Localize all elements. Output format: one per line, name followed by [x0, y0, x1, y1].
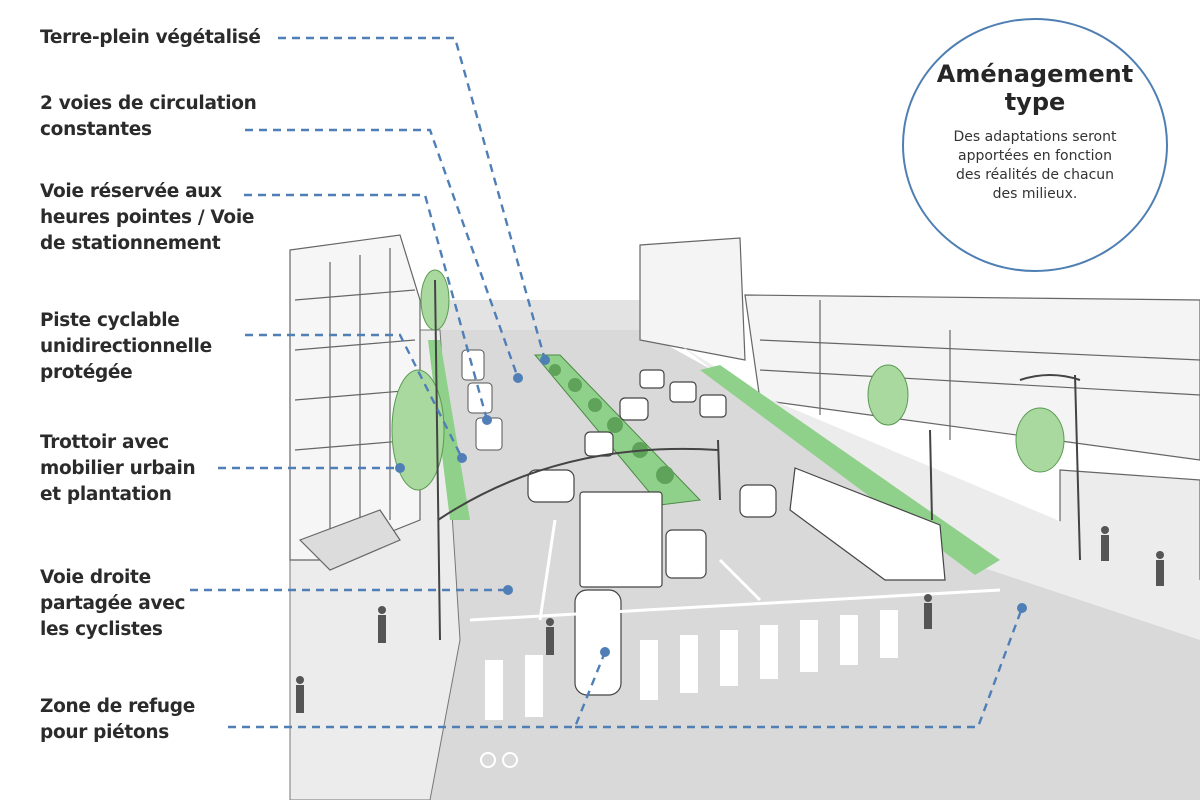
label-zone-refuge-line: pour piétons [40, 722, 169, 743]
label-voies-circulation-line: 2 voies de circulation [40, 93, 257, 114]
leader-piste-cyclable [245, 333, 464, 459]
pedestrians [296, 526, 1164, 713]
badge-text-line: des milieux. [992, 186, 1078, 202]
label-terre-plein-line: Terre-plein végétalisé [40, 27, 261, 48]
label-trottoir-line: mobilier urbain [40, 458, 196, 479]
leader-zone-refuge [228, 651, 607, 729]
leader-voie-reservee [244, 193, 489, 421]
left-bike-lane [428, 340, 470, 520]
badge-text-line: Des adaptations seront [953, 129, 1117, 145]
median-plants [549, 364, 674, 484]
crosswalk [485, 610, 898, 720]
label-piste-cyclable-line: unidirectionnelle [40, 336, 212, 357]
badge-text-line: apportées en fonction [958, 148, 1112, 164]
label-piste-cyclable: Piste cyclable unidirectionnelle protégé… [40, 308, 212, 386]
label-trottoir-line: Trottoir avec [40, 432, 169, 453]
bike-symbol [480, 752, 518, 768]
badge-title: Aménagement type [904, 60, 1166, 116]
label-voie-droite: Voie droite partagée avec les cyclistes [40, 565, 185, 643]
left-buildings [289, 234, 421, 571]
far-road [430, 300, 660, 330]
badge-title-line: Aménagement [936, 60, 1134, 88]
label-piste-cyclable-line: Piste cyclable [40, 310, 180, 331]
label-voie-reservee-line: de stationnement [40, 233, 221, 254]
label-zone-refuge: Zone de refuge pour piétons [40, 694, 195, 746]
badge-text: Des adaptations seront apportées en fonc… [904, 128, 1166, 204]
leader-voies-circulation [245, 128, 520, 379]
leader-terre-plein [278, 36, 547, 361]
label-trottoir-line: et plantation [40, 484, 172, 505]
leader-dots [395, 355, 1027, 657]
badge-text-line: des réalités de chacun [955, 167, 1115, 183]
label-voie-reservee-line: Voie réservée aux [40, 181, 222, 202]
label-voie-reservee-line: heures pointes / Voie [40, 207, 255, 228]
leader-lines [190, 36, 1024, 729]
street-poles [434, 279, 1081, 641]
vehicles [527, 369, 946, 696]
label-piste-cyclable-line: protégée [40, 362, 133, 383]
label-voies-circulation: 2 voies de circulation constantes [40, 91, 257, 143]
label-terre-plein: Terre-plein végétalisé [40, 25, 261, 51]
label-trottoir: Trottoir avec mobilier urbain et plantat… [40, 430, 196, 508]
badge-title-line: type [1004, 88, 1066, 116]
label-voie-droite-line: partagée avec [40, 593, 186, 614]
label-voie-droite-line: les cyclistes [40, 619, 163, 640]
label-zone-refuge-line: Zone de refuge [40, 696, 195, 717]
road-surface [290, 330, 1200, 800]
right-sidewalk [680, 345, 1200, 640]
amenagement-badge: Aménagement type Des adaptations seront … [902, 18, 1168, 272]
label-voie-droite-line: Voie droite [40, 567, 151, 588]
label-voie-reservee: Voie réservée aux heures pointes / Voie … [40, 179, 254, 257]
lane-markings [469, 519, 1001, 622]
label-voies-circulation-line: constantes [40, 119, 152, 140]
